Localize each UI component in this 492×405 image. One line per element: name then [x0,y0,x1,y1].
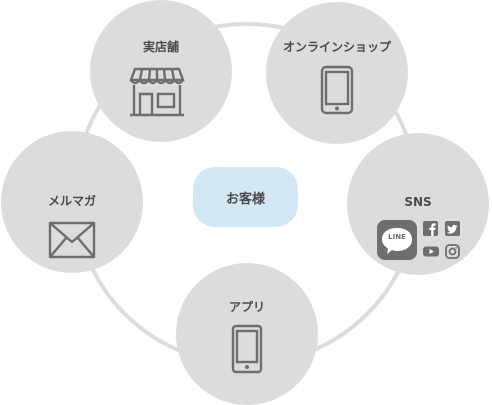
tablet-icon [320,65,354,115]
newsletter-label: メルマガ [47,194,96,208]
line-icon-text: LINE [388,233,406,241]
envelope-icon [48,221,96,259]
line-icon: LINE [377,220,417,260]
online-shop-node: オンラインショップ [266,2,408,144]
app-node: アプリ [176,263,318,405]
online-shop-label: オンラインショップ [282,40,391,54]
store-node: 実店舗 [90,0,232,142]
app-label: アプリ [228,300,265,314]
storefront-icon [129,67,185,117]
store-label: 実店舗 [142,40,179,54]
newsletter-node: メルマガ [1,131,143,273]
youtube-icon [423,246,439,257]
instagram-icon [445,244,460,259]
sns-label: SNS [404,195,432,209]
twitter-icon [445,221,460,236]
customer-label: お客様 [225,191,265,207]
customer-center: お客様 [193,167,298,227]
facebook-icon [423,221,438,236]
sns-node: SNS LINE [347,133,489,275]
smartphone-icon [231,324,263,374]
